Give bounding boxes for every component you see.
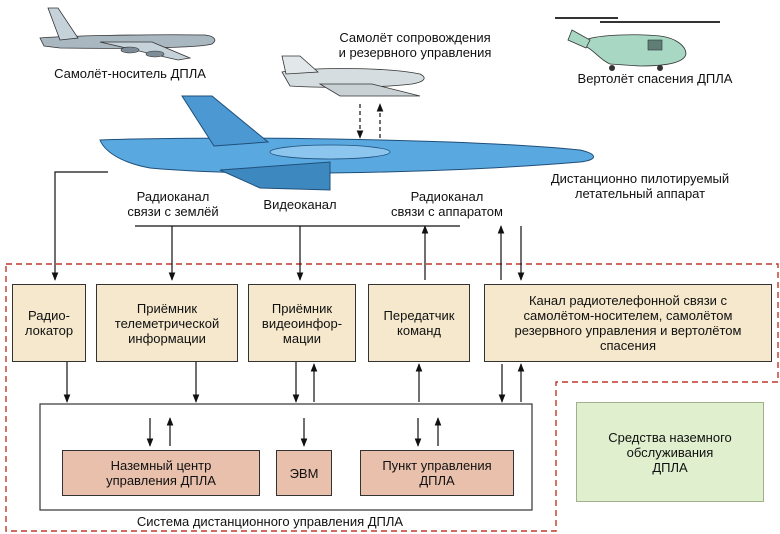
escort-aircraft-icon	[281, 55, 425, 97]
ground-control-center-block: Наземный центр управления ДПЛА	[62, 450, 260, 496]
rpv-label: Дистанционно пилотируемый летательный ап…	[550, 171, 730, 201]
radar-block: Радио- локатор	[12, 284, 86, 362]
radiophone-channel-block: Канал радиотелефонной связи с самолётом-…	[484, 284, 772, 362]
telemetry-receiver-block: Приёмник телеметрической информации	[96, 284, 238, 362]
ground-service-block: Средства наземного обслуживания ДПЛА	[576, 402, 764, 502]
command-transmitter-block: Передатчик команд	[368, 284, 470, 362]
radio-ground-label: Радиоканал связи с землёй	[127, 189, 219, 219]
radio-craft-label: Радиоканал связи с аппаратом	[391, 189, 503, 219]
helicopter-label: Вертолёт спасения ДПЛА	[577, 71, 733, 86]
rescue-helicopter-icon	[555, 17, 720, 71]
video-receiver-block: Приёмник видеоинфор- мации	[248, 284, 356, 362]
bomber-aircraft-icon	[39, 7, 216, 61]
system-boundary	[5, 263, 779, 532]
escort-label: Самолёт сопровождения и резервного управ…	[338, 30, 492, 60]
computer-block: ЭВМ	[276, 450, 332, 496]
video-label: Видеоканал	[263, 197, 337, 212]
system-label: Система дистанционного управления ДПЛА	[136, 514, 404, 529]
rpv-aircraft-icon	[99, 95, 594, 191]
carrier-label: Самолёт-носитель ДПЛА	[54, 66, 206, 81]
control-point-block: Пункт управления ДПЛА	[360, 450, 514, 496]
